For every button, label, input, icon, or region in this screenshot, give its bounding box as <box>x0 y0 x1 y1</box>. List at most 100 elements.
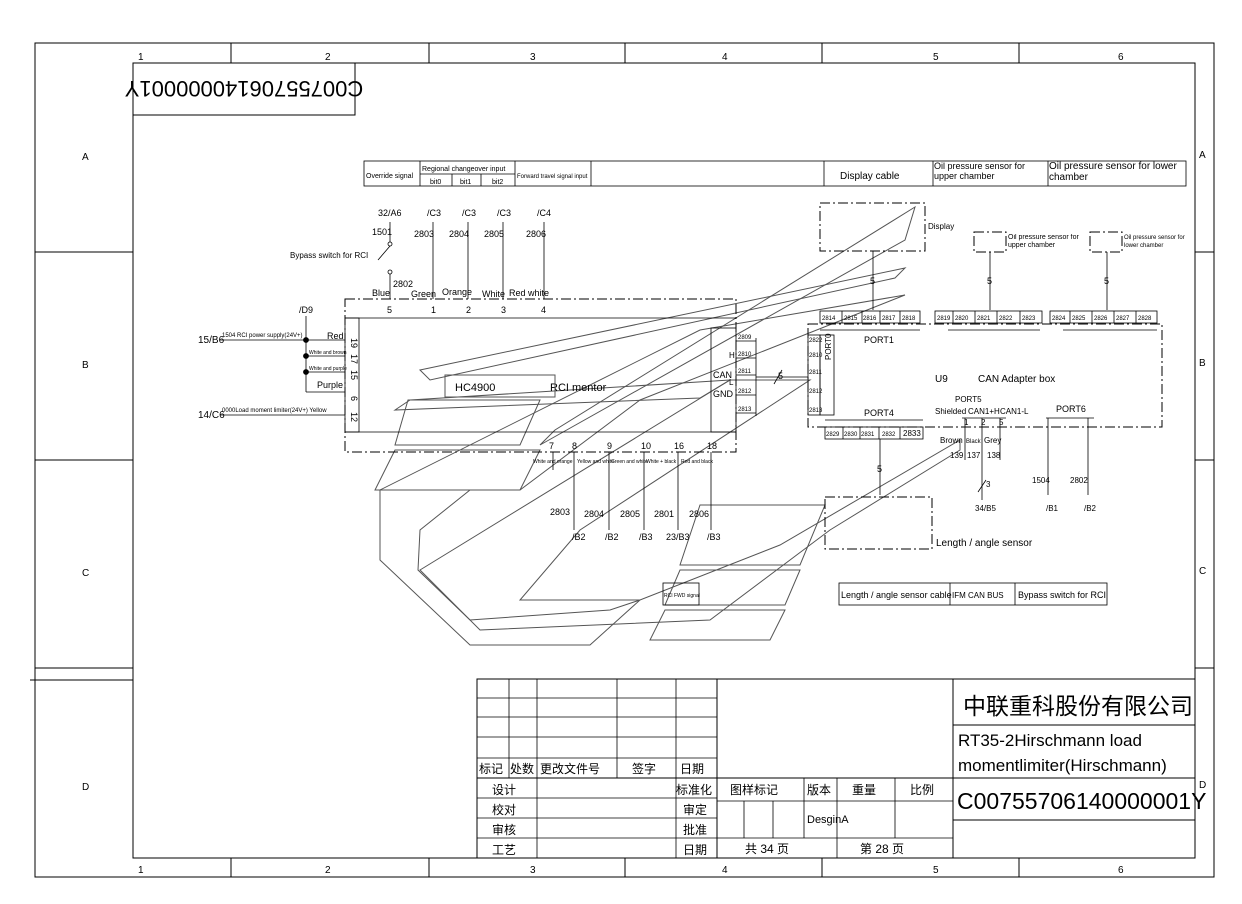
port5-pin-5: 5 <box>999 418 1004 427</box>
port0-w-1: 2822 <box>809 338 823 344</box>
port1-label: PORT1 <box>864 335 894 345</box>
bottom-pin-8: 8 <box>572 441 577 451</box>
display-boundary <box>819 202 926 252</box>
top-wires: 32/A6 1501 /C3 2803 /C3 2804 /C3 2805 /C… <box>290 208 551 289</box>
mentor-wire-2810: 2810 <box>738 352 752 358</box>
row-label-right-b: B <box>1199 358 1206 369</box>
company-name: 中联重科股份有限公司 <box>963 693 1193 719</box>
version-label: 版本 <box>807 783 831 797</box>
wire-num-2805: 2805 <box>484 229 504 239</box>
top-pin-2: 2 <box>466 305 471 315</box>
port3-w-2827: 2827 <box>1116 316 1130 322</box>
mentor-wire-2809: 2809 <box>738 335 752 341</box>
top-pin-1: 1 <box>431 305 436 315</box>
bottom-pin-10: 10 <box>641 441 651 451</box>
port0-w-2: 2810 <box>809 353 823 359</box>
color-green: Green <box>411 289 436 299</box>
role-approve-final: 审定 <box>683 802 707 817</box>
wire-num-2806: 2806 <box>526 229 546 239</box>
color-red-white: Red white <box>509 288 549 298</box>
can-label: CAN <box>713 370 732 380</box>
row-label-right-c: C <box>1199 566 1206 577</box>
port1-w-2816: 2816 <box>863 316 877 322</box>
can-adapter-title: CAN Adapter box <box>978 374 1055 385</box>
can1l-label: CAN1-L <box>1000 407 1029 416</box>
oil-lower-cable-count: 5 <box>1104 276 1109 286</box>
bottom-pin-9: 9 <box>607 441 612 451</box>
port2-w-2821: 2821 <box>977 316 991 322</box>
role-authorize: 批准 <box>683 822 707 837</box>
display-cable-count: 5 <box>870 276 875 286</box>
bottom-ref-3: /B3 <box>639 532 653 542</box>
wire-139: 139 <box>950 451 964 460</box>
col-label-top-3: 3 <box>530 52 536 63</box>
mirrored-drawing-number: C00755706140000001Y <box>124 76 363 101</box>
color-grey: Grey <box>984 436 1001 445</box>
port5-pin-1: 1 <box>964 418 969 427</box>
bottom-wire-2805: 2805 <box>620 509 640 519</box>
display-label: Display <box>928 222 954 231</box>
header-row: Override signal Regional changeover inpu… <box>363 160 1187 187</box>
regional-changeover-label: Regional changeover input <box>422 166 505 173</box>
port0-w-4: 2812 <box>809 389 823 395</box>
wire-1504: 1504 <box>1032 476 1050 485</box>
title-line-2: momentlimiter(Hirschmann) <box>958 756 1167 775</box>
left-pin-15: 15 <box>349 370 359 380</box>
color-white-brown: White and brown <box>309 350 347 356</box>
left-pin-12: 12 <box>349 412 359 422</box>
page-number: 第 28 页 <box>860 842 904 856</box>
left-pin-6: 6 <box>349 396 359 401</box>
mentor-wire-2813: 2813 <box>738 407 752 413</box>
rci-power-supply: 1504 RCI power supply(24V+) <box>222 333 303 339</box>
u9-label: U9 <box>935 374 948 385</box>
color-purple: Purple <box>317 380 343 390</box>
bottom-color-2: Yellow and white <box>577 459 614 465</box>
ifm-can-bus-label: IFM CAN BUS <box>952 591 1004 600</box>
mentor-wire-2812: 2812 <box>738 389 752 395</box>
rci-fwd-signal: RCI FWD signal <box>664 593 700 599</box>
title-block <box>476 678 1196 859</box>
bottom-ref-5: /B3 <box>707 532 721 542</box>
can-adapter-boundary <box>807 323 1163 428</box>
rev-header-mark: 标记 <box>479 762 503 776</box>
bottom-ref-1: /B2 <box>572 532 586 542</box>
ref-34-b5: 34/B5 <box>975 504 996 513</box>
wire-num-1501: 1501 <box>372 227 392 237</box>
gnd-label: GND <box>713 389 734 399</box>
role-review: 审核 <box>492 822 516 837</box>
cable-label-row: Length / angle sensor cable IFM CAN BUS … <box>838 582 1108 606</box>
rev-header-sign: 签字 <box>632 761 656 776</box>
wire-137: 137 <box>967 451 981 460</box>
port2-w-2820: 2820 <box>955 316 969 322</box>
col-label-top-4: 4 <box>722 52 728 63</box>
total-pages: 共 34 页 <box>745 842 789 856</box>
port1-w-2815: 2815 <box>844 316 858 322</box>
bottom-wire-2804: 2804 <box>584 509 604 519</box>
port5-pin-2: 2 <box>981 418 986 427</box>
row-label-right-a: A <box>1199 150 1206 161</box>
oil-upper-device-label: Oil pressure sensor for upper chamber <box>1008 234 1079 249</box>
port4-w-2830: 2830 <box>844 432 858 438</box>
port2-w-2822: 2822 <box>999 316 1013 322</box>
col-label-top-2: 2 <box>325 52 331 63</box>
wire-2802: 2802 <box>393 279 413 289</box>
wire-138: 138 <box>987 451 1001 460</box>
color-black: Black <box>966 439 982 445</box>
wire-2802-right: 2802 <box>1070 476 1088 485</box>
cable-count-mentor: 5 <box>778 371 783 381</box>
length-cable-label: Length / angle sensor cable <box>841 590 952 600</box>
port1-w-2818: 2818 <box>902 316 916 322</box>
rev-header-date: 日期 <box>680 762 704 776</box>
ref-d9: /D9 <box>299 305 313 315</box>
wire-num-2803: 2803 <box>414 229 434 239</box>
wire-ref-3: /C3 <box>462 208 476 218</box>
drawing-number: C00755706140000001Y <box>957 788 1206 814</box>
decorative-chevron-outlines <box>374 205 961 646</box>
top-pin-3: 3 <box>501 305 506 315</box>
col-label-bottom-6: 6 <box>1118 865 1124 876</box>
port4-w-2832: 2832 <box>882 432 896 438</box>
rev-header-docno: 更改文件号 <box>540 761 600 776</box>
port5-cable-count: 3 <box>986 480 991 489</box>
ref-b1: /B1 <box>1046 504 1059 513</box>
role-standard: 标准化 <box>676 783 712 797</box>
